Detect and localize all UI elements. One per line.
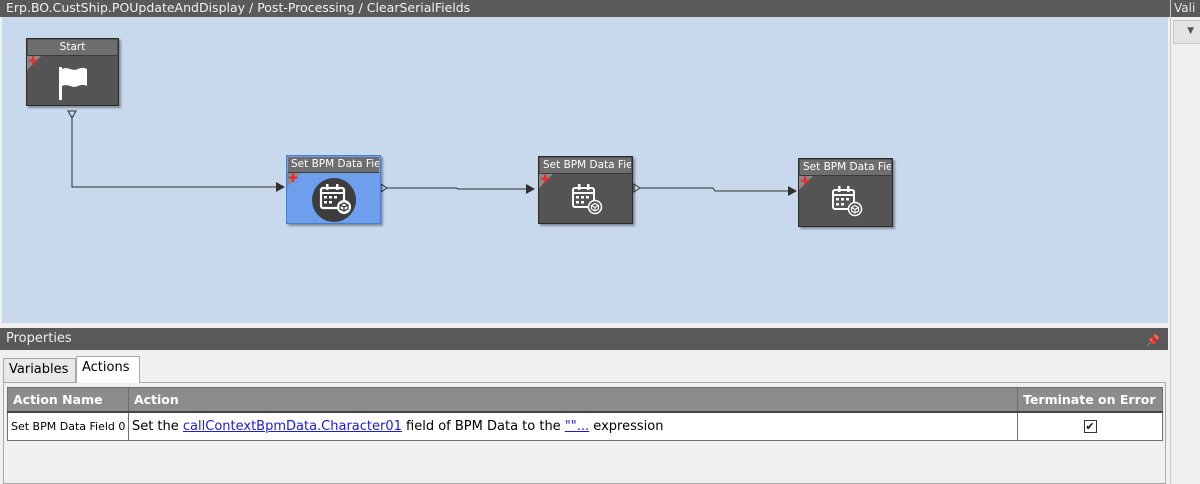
connector-arrowhead <box>788 186 797 196</box>
actions-grid: Action Name Action Terminate on Error Se… <box>7 387 1163 441</box>
add-icon[interactable]: ✚ <box>540 172 551 186</box>
set-bpm-data-field-node-1[interactable]: Set BPM Data Field ✚ <box>286 155 381 224</box>
connector-tail-marker <box>380 183 388 193</box>
tab-actions[interactable]: Actions <box>76 356 140 383</box>
node-title: Set BPM Data Field <box>800 160 891 176</box>
add-icon[interactable]: ✚ <box>800 174 811 188</box>
connector-tail-marker <box>633 183 641 193</box>
flag-icon <box>58 67 87 100</box>
action-name-cell[interactable]: Set BPM Data Field 0 <box>7 411 129 441</box>
properties-panel: Properties 📌 Variables Actions Action Na… <box>0 328 1170 484</box>
connector-start-to-set1 <box>71 116 276 188</box>
properties-header: Properties 📌 <box>0 328 1168 350</box>
workflow-designer: Erp.BO.CustShip.POUpdateAndDisplay / Pos… <box>0 0 1170 323</box>
data-field-icon <box>831 186 862 217</box>
grid-header-row: Action Name Action Terminate on Error <box>7 387 1163 413</box>
workflow-canvas[interactable]: Start ✚ Set BPM Data Field ✚ <box>2 17 1168 323</box>
action-text-suffix: expression <box>589 418 664 434</box>
column-header-terminate-on-error[interactable]: Terminate on Error <box>1017 387 1163 413</box>
connector-tail-marker <box>67 110 77 120</box>
add-icon[interactable]: ✚ <box>288 171 299 185</box>
connector-set2-to-set3 <box>640 187 788 192</box>
validation-panel-header: Vali <box>1171 0 1200 17</box>
start-node-title: Start <box>28 40 117 56</box>
set-bpm-data-field-node-2[interactable]: Set BPM Data Field ✚ <box>538 156 633 224</box>
expression-link[interactable]: ""... <box>564 418 590 434</box>
action-text-prefix: Set the <box>131 418 183 434</box>
data-field-icon <box>311 178 356 222</box>
data-field-icon <box>571 184 602 215</box>
action-description-cell[interactable]: Set the callContextBpmData.Character01 f… <box>127 411 1019 441</box>
add-icon[interactable]: ✚ <box>28 54 39 68</box>
start-node[interactable]: Start ✚ <box>26 38 119 106</box>
terminate-on-error-checkbox[interactable]: ✔ <box>1083 419 1097 433</box>
actions-tab-body: Action Name Action Terminate on Error Se… <box>3 382 1166 484</box>
action-text-middle: field of BPM Data to the <box>401 418 565 434</box>
node-title: Set BPM Data Field <box>288 157 379 173</box>
column-header-action-name[interactable]: Action Name <box>7 387 129 413</box>
validation-dropdown[interactable]: ▼ <box>1173 20 1200 44</box>
column-header-action[interactable]: Action <box>127 387 1019 413</box>
set-bpm-data-field-node-3[interactable]: Set BPM Data Field ✚ <box>798 158 893 227</box>
pin-icon[interactable]: 📌 <box>1146 334 1160 347</box>
node-corner <box>799 176 813 190</box>
tab-variables[interactable]: Variables <box>3 358 76 382</box>
table-row[interactable]: Set BPM Data Field 0 Set the callContext… <box>7 411 1163 441</box>
connector-arrowhead <box>526 184 535 194</box>
node-corner <box>27 56 41 70</box>
node-title: Set BPM Data Field <box>540 158 631 174</box>
node-corner <box>539 174 553 188</box>
chevron-down-icon: ▼ <box>1187 26 1194 36</box>
designer-breadcrumb: Erp.BO.CustShip.POUpdateAndDisplay / Pos… <box>0 0 1170 17</box>
terminate-on-error-cell: ✔ <box>1017 411 1163 441</box>
properties-title: Properties <box>6 331 72 346</box>
validation-panel: Vali ▼ <box>1170 0 1200 484</box>
node-corner <box>287 173 301 187</box>
connector-set1-to-set2 <box>387 187 526 190</box>
field-link[interactable]: callContextBpmData.Character01 <box>182 418 402 434</box>
connectors-layer <box>67 110 797 196</box>
connector-arrowhead <box>276 182 285 192</box>
